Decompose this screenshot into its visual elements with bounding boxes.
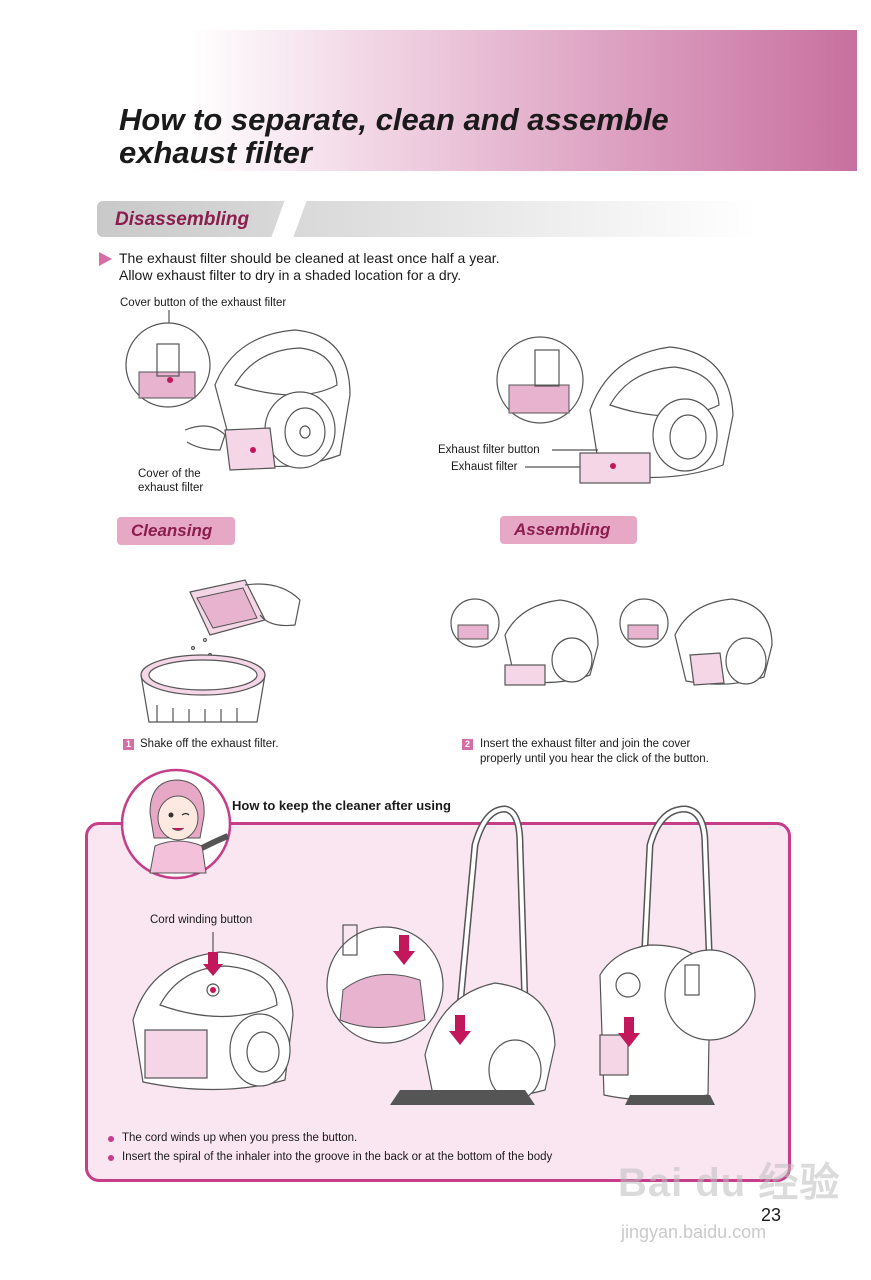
keep-box-title: How to keep the cleaner after using <box>232 798 451 813</box>
watermark-logo: Bai du 经验 <box>618 1161 841 1205</box>
step-text-2-line-1: Insert the exhaust filter and join the c… <box>480 738 691 750</box>
callout-cover: Cover of the exhaust filter <box>138 468 203 495</box>
mascot-illustration <box>120 768 232 880</box>
page-title: How to separate, clean and assemble exha… <box>119 102 669 170</box>
section-tag-cleansing: Cleansing <box>117 517 235 545</box>
callout-filter: Exhaust filter <box>451 461 518 473</box>
callout-leader-lines <box>525 449 598 468</box>
section-label-disassembling: Disassembling <box>115 209 250 230</box>
step-number-1: 1 <box>123 739 134 750</box>
pointer-arrow-icon <box>99 252 112 266</box>
bullet-text-2: Insert the spiral of the inhaler into th… <box>122 1151 553 1163</box>
callout-cover-button: Cover button of the exhaust filter <box>120 297 287 309</box>
intro-line-2: Allow exhaust filter to dry in a shaded … <box>119 267 462 283</box>
intro-line-1: The exhaust filter should be cleaned at … <box>119 250 500 266</box>
title-gradient-band <box>190 30 857 171</box>
section-tag-assembling: Assembling <box>500 516 637 544</box>
illustration-remove-cover <box>125 310 351 471</box>
callout-filter-button: Exhaust filter button <box>438 444 540 456</box>
callout-cover-line-2: exhaust filter <box>138 481 204 494</box>
illustration-join-cover <box>619 598 773 686</box>
step-text-2: Insert the exhaust filter and join the c… <box>480 737 709 767</box>
step-text-1: Shake off the exhaust filter. <box>140 738 279 750</box>
step-number-2: 2 <box>462 739 473 750</box>
watermark-url: jingyan.baidu.com <box>621 1222 767 1242</box>
callout-cord-winding-button: Cord winding button <box>150 914 253 926</box>
illustration-store-back-groove <box>326 805 556 1105</box>
callout-cover-line-1: Cover of the <box>138 468 201 480</box>
bullet-dot <box>108 1155 114 1161</box>
step-text-2-line-2: properly until you hear the click of the… <box>480 753 709 765</box>
illustration-store-bottom <box>599 805 756 1105</box>
section-tag-disassembling <box>97 201 757 237</box>
illustration-cord-winding <box>132 932 294 1091</box>
page-number: 23 <box>761 1205 782 1225</box>
illustration-insert-filter <box>450 598 599 686</box>
illustration-shake-filter <box>140 579 301 723</box>
intro-text: The exhaust filter should be cleaned at … <box>119 250 500 284</box>
bullet-dot <box>108 1136 114 1142</box>
bullet-text-1: The cord winds up when you press the but… <box>122 1132 358 1144</box>
illustration-remove-filter <box>496 336 734 484</box>
